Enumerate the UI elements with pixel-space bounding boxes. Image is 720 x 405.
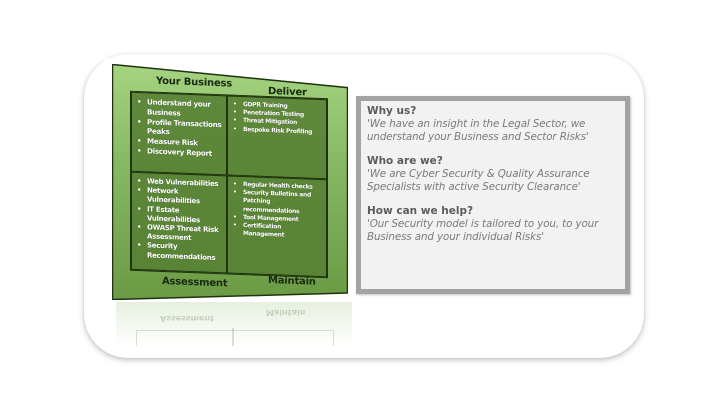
quadrant-your-business: Understand your Business Profile Transac…	[131, 91, 227, 176]
how-can-we-help-heading: How can we help?	[367, 205, 474, 217]
header-maintain: Maintain	[268, 274, 316, 288]
how-can-we-help-text: 'Our Security model is tailored to you, …	[367, 218, 599, 243]
list-item: Certification Management	[243, 222, 323, 241]
reflection-assessment: Assessment	[160, 314, 214, 323]
list-item: Bespoke Risk Profiling	[243, 126, 323, 137]
who-are-we-text: 'We are Cyber Security & Quality Assuran…	[367, 168, 590, 193]
service-matrix-card: Your Business Deliver Understand your Bu…	[104, 58, 352, 306]
matrix-grid: Understand your Business Profile Transac…	[130, 90, 328, 279]
why-us-heading: Why us?	[367, 105, 417, 117]
quadrant-assessment: Web Vulnerabilities Network Vulnerabilit…	[131, 171, 227, 274]
matrix-content: Your Business Deliver Understand your Bu…	[112, 64, 348, 309]
reflection-grid-line	[136, 330, 334, 346]
reflection-grid-divider	[232, 328, 234, 346]
list-item: Discovery Report	[147, 146, 223, 159]
header-assessment: Assessment	[162, 275, 228, 290]
why-us-text: 'We have an insight in the Legal Sector,…	[367, 118, 589, 143]
card-reflection: Assessment Maintain	[116, 302, 352, 346]
quadrant-maintain: Regular Health checks Security Bulletins…	[227, 175, 327, 278]
header-your-business: Your Business	[156, 75, 233, 90]
list-item: Security Bulletins and Patching recommen…	[243, 189, 323, 217]
list-item: Security Recommendations	[147, 242, 223, 263]
info-panel: Why us? 'We have an insight in the Legal…	[356, 96, 630, 294]
reflection-maintain: Maintain	[266, 308, 306, 317]
quadrant-deliver: GDPR Training Penetration Testing Threat…	[227, 95, 327, 180]
who-are-we-heading: Who are we?	[367, 155, 443, 167]
